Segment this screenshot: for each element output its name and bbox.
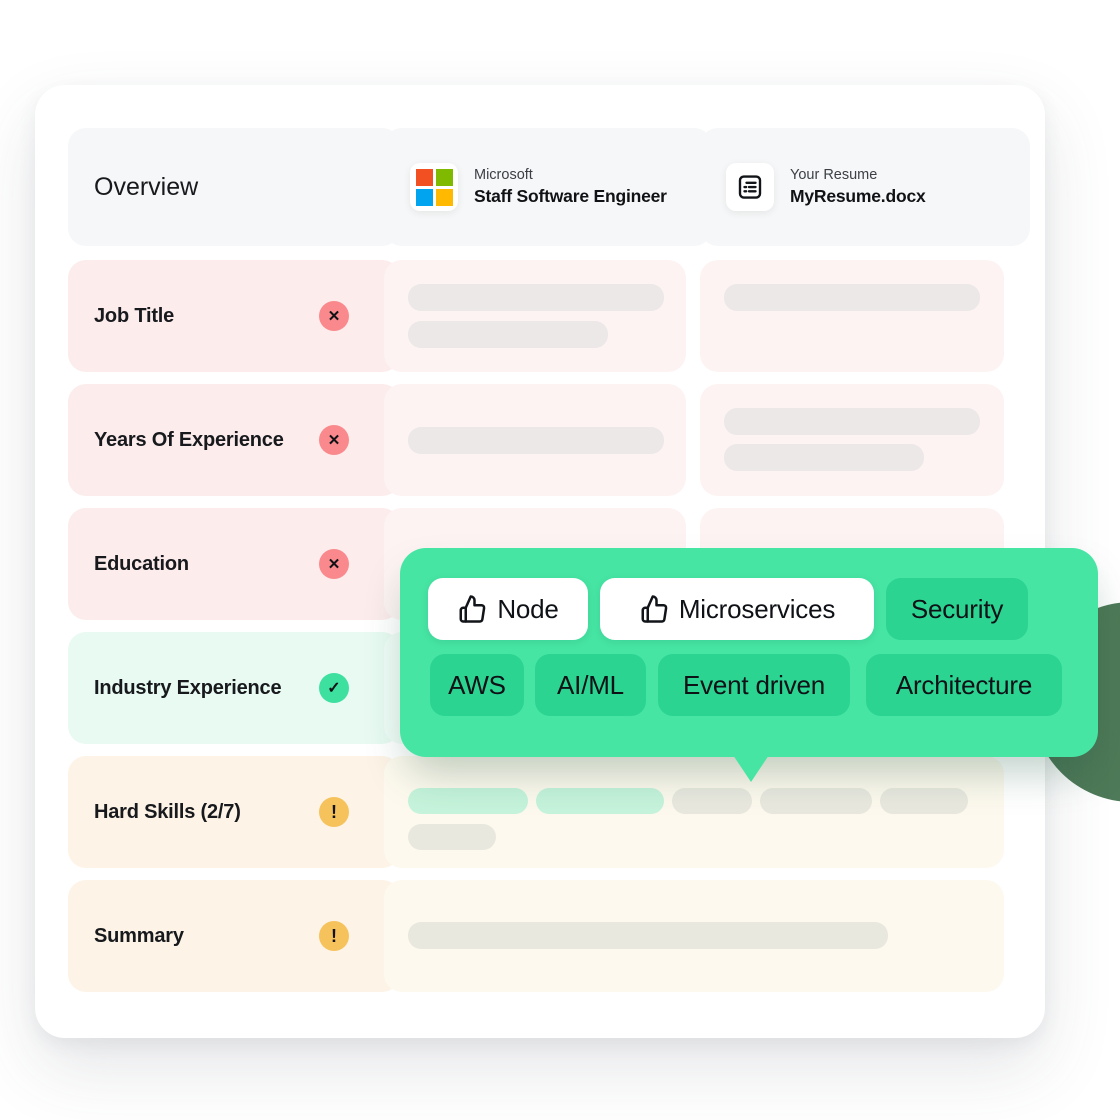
- overview-header-card: Overview: [68, 128, 400, 246]
- row-label: Summary: [94, 924, 184, 947]
- exclamation-icon: !: [319, 921, 349, 951]
- document-icon: [738, 175, 762, 199]
- skill-chip-aiml[interactable]: AI/ML: [535, 654, 646, 716]
- skill-chip-architecture[interactable]: Architecture: [866, 654, 1062, 716]
- placeholder-bar: [880, 788, 968, 814]
- fail-icon: ✕: [319, 549, 349, 579]
- skills-popup: Node Microservices Security AWS AI/ML Ev…: [400, 548, 1098, 757]
- thumbs-up-icon: [459, 595, 486, 623]
- company-name: Microsoft: [474, 167, 533, 183]
- placeholder-bar: [724, 444, 924, 471]
- skill-chip-security[interactable]: Security: [886, 578, 1028, 640]
- skill-chip-node[interactable]: Node: [428, 578, 588, 640]
- resume-file-tile: [726, 163, 774, 211]
- chip-label: AI/ML: [557, 669, 624, 700]
- skill-chip-event-driven[interactable]: Event driven: [658, 654, 850, 716]
- placeholder-bar: [408, 824, 496, 850]
- resume-label: Your Resume: [790, 167, 878, 183]
- placeholder-bar: [760, 788, 872, 814]
- hard-skills-cell: [384, 756, 1004, 868]
- job-header-card: Microsoft Staff Software Engineer: [384, 128, 712, 246]
- job-title-text: Staff Software Engineer: [474, 186, 667, 206]
- thumbs-up-icon: [641, 595, 668, 623]
- row-years-of-experience[interactable]: Years Of Experience: [68, 384, 400, 496]
- row-label: Industry Experience: [94, 676, 282, 699]
- popup-pointer: [733, 755, 769, 782]
- placeholder-bar: [672, 788, 752, 814]
- row-label: Years Of Experience: [94, 428, 284, 451]
- chip-label: Security: [910, 593, 1004, 624]
- fail-icon: ✕: [319, 425, 349, 455]
- matched-skill-bar: [408, 788, 528, 814]
- row-education[interactable]: Education: [68, 508, 400, 620]
- placeholder-bar: [408, 321, 608, 348]
- placeholder-bar: [408, 427, 664, 454]
- microsoft-logo-icon: [415, 168, 453, 206]
- exclamation-icon: !: [319, 797, 349, 827]
- row-label: Education: [94, 552, 189, 575]
- placeholder-bar: [408, 284, 664, 311]
- chip-label: Event driven: [682, 669, 826, 700]
- microsoft-logo-tile: [410, 163, 458, 211]
- years-resume-cell: [700, 384, 1004, 496]
- row-industry-experience[interactable]: Industry Experience: [68, 632, 400, 744]
- job-title-resume-cell: [700, 260, 1004, 372]
- fail-icon: ✕: [319, 301, 349, 331]
- row-label: Job Title: [94, 304, 175, 327]
- row-hard-skills[interactable]: Hard Skills (2/7): [68, 756, 400, 868]
- chip-label: AWS: [448, 669, 506, 700]
- skill-chip-aws[interactable]: AWS: [430, 654, 524, 716]
- row-job-title[interactable]: Job Title: [68, 260, 400, 372]
- job-title-job-cell: [384, 260, 686, 372]
- summary-cell: [384, 880, 1004, 992]
- resume-filename: MyResume.docx: [790, 186, 926, 206]
- chip-label: Node: [497, 593, 559, 624]
- chip-label: Architecture: [895, 669, 1033, 700]
- years-job-cell: [384, 384, 686, 496]
- row-summary[interactable]: Summary: [68, 880, 400, 992]
- matched-skill-bar: [536, 788, 664, 814]
- skill-chip-microservices[interactable]: Microservices: [600, 578, 874, 640]
- row-label: Hard Skills (2/7): [94, 800, 241, 823]
- placeholder-bar: [408, 922, 888, 949]
- resume-header-card: Your Resume MyResume.docx: [700, 128, 1030, 246]
- placeholder-bar: [724, 408, 980, 435]
- chip-label: Microservices: [678, 593, 836, 624]
- check-icon: ✓: [319, 673, 349, 703]
- overview-title: Overview: [94, 172, 199, 201]
- placeholder-bar: [724, 284, 980, 311]
